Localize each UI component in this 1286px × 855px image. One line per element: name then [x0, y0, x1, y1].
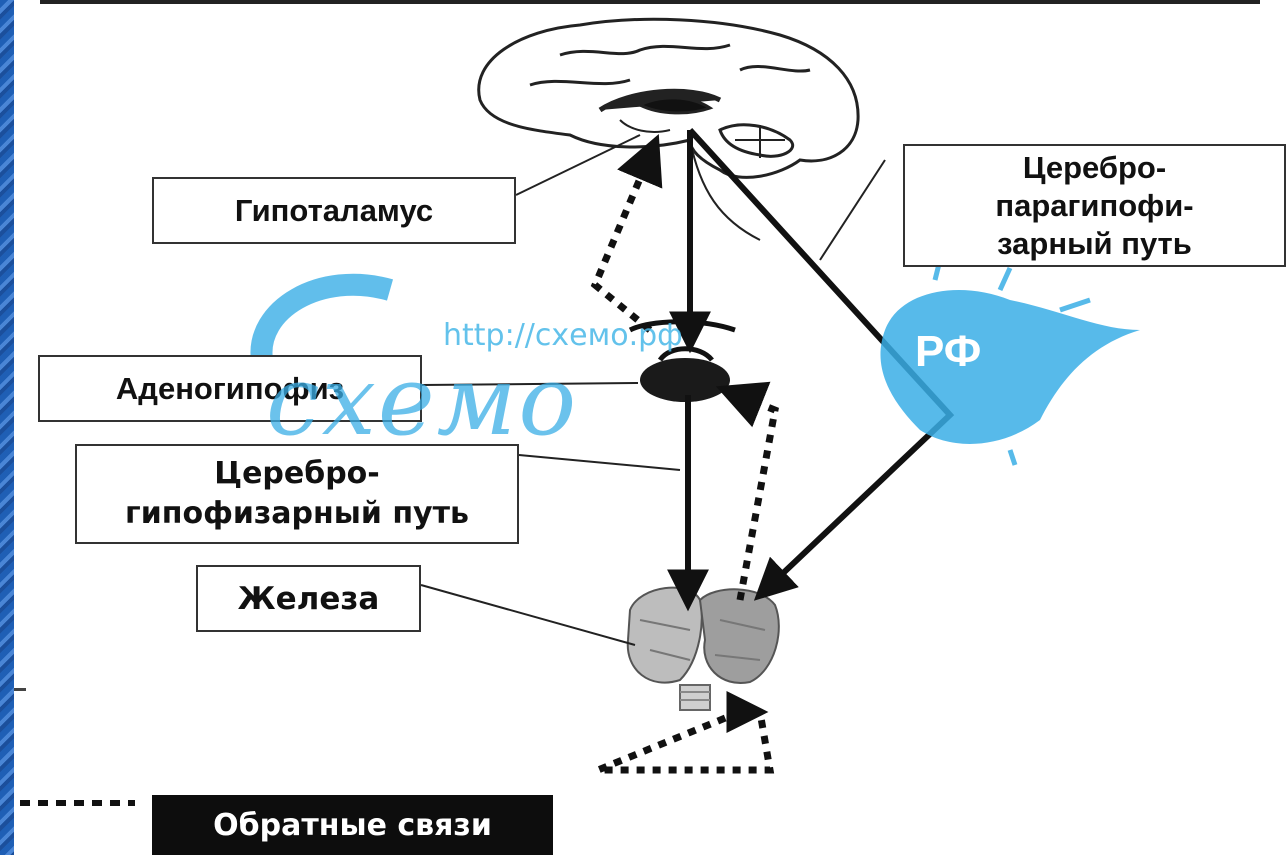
hypothalamus-label: Гипоталамус — [152, 177, 516, 244]
hypothalamus-label-text: Гипоталамус — [234, 192, 434, 228]
legend-feedback-text: Обратные связи — [213, 807, 492, 843]
cerebro-paragland-line-2: парагипофи- — [995, 187, 1194, 223]
watermark-badge: РФ — [915, 327, 982, 376]
legend-feedback-label: Обратные связи — [152, 795, 553, 855]
leader-line-cerebro-path — [518, 454, 681, 471]
adenohypophysis-label: Аденогипофиз — [38, 355, 422, 422]
thyroid-illustration — [626, 586, 780, 711]
leader-line-adenohypophysis — [421, 382, 639, 386]
dotted-arrow-gland-feedback — [715, 381, 779, 601]
cerebro-paragland-line-1: Церебро- — [1022, 149, 1167, 185]
brain-illustration — [477, 17, 860, 241]
side-mark — [14, 688, 26, 691]
leader-line-paragland-path — [819, 159, 886, 261]
watermark-splash-drops — [932, 259, 1091, 466]
gland-label: Железа — [196, 565, 421, 632]
gland-label-text: Железа — [237, 580, 380, 617]
cerebro-hypophysis-line-2: гипофизарный путь — [125, 496, 469, 531]
leader-line-gland — [420, 584, 636, 646]
cerebro-hypophysis-path-label: Церебро- гипофизарный путь — [75, 444, 519, 544]
cerebro-hypophysis-line-1: Церебро- — [214, 456, 380, 491]
leader-line-hypothalamus — [515, 134, 641, 196]
left-edge-strip — [0, 0, 14, 855]
watermark-splash — [880, 290, 1140, 444]
dotted-arrow-pituitary-feedback — [590, 133, 663, 333]
top-border-line — [40, 0, 1260, 4]
adenohypophysis-label-text: Аденогипофиз — [115, 370, 345, 406]
watermark-brand: схемо — [266, 345, 579, 457]
cerebro-paragland-line-3: зарный путь — [997, 225, 1192, 261]
watermark-url: http://схемо.рф — [443, 318, 683, 353]
dotted-loop-bottom — [596, 708, 775, 774]
cerebro-paragland-path-label: Церебро- парагипофи- зарный путь — [903, 144, 1286, 267]
